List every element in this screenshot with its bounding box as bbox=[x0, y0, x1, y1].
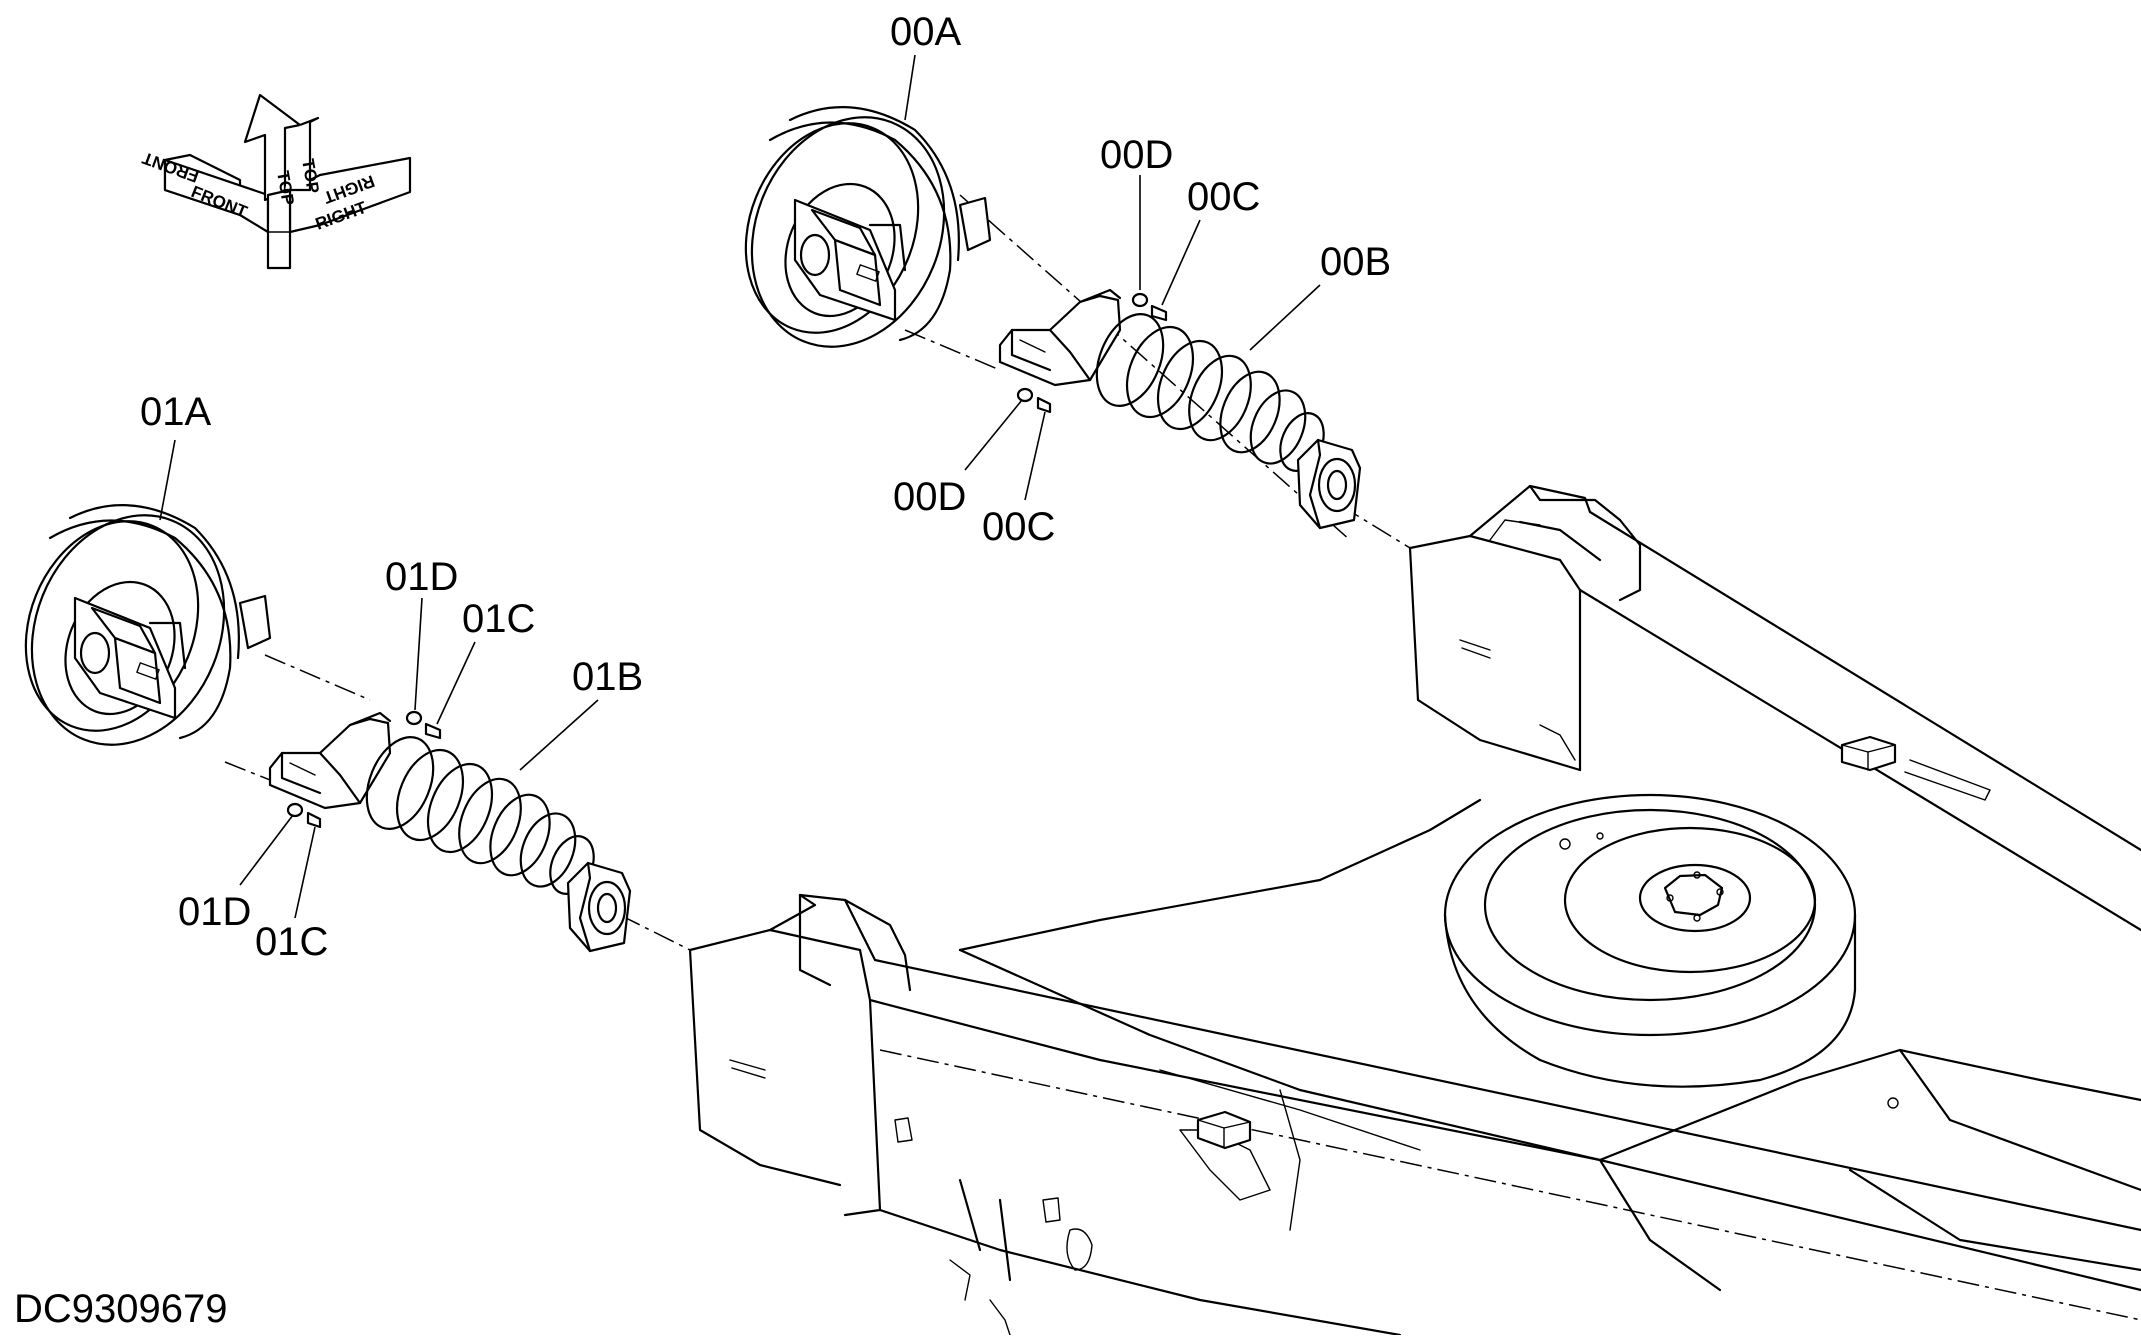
callout-00C-bottom: 00C bbox=[982, 505, 1055, 549]
callout-01B: 01B bbox=[572, 655, 643, 699]
lower-fasteners bbox=[286, 710, 442, 829]
callout-01A: 01A bbox=[140, 390, 211, 434]
callout-00C-top: 00C bbox=[1187, 175, 1260, 219]
orientation-arrows-icon: FRONT FRONT TOP TOP RIGHT RIGHT bbox=[139, 93, 412, 270]
track-frame bbox=[688, 484, 2141, 1337]
tension-cylinder-lower bbox=[268, 711, 632, 953]
leader-01C-bottom bbox=[294, 826, 316, 919]
callout-01C-top: 01C bbox=[462, 597, 535, 641]
idler-wheel-upper bbox=[744, 106, 992, 348]
leader-01D-top bbox=[414, 597, 423, 711]
upper-fasteners bbox=[1016, 292, 1168, 414]
leader-01B bbox=[519, 699, 599, 771]
callout-00B: 00B bbox=[1320, 240, 1391, 284]
leader-01C-top bbox=[436, 641, 476, 725]
tension-cylinder-upper bbox=[998, 288, 1362, 530]
leader-00C-bottom bbox=[1024, 411, 1046, 501]
callout-01C-bottom: 01C bbox=[255, 920, 328, 964]
leader-00B bbox=[1249, 284, 1321, 351]
assembly-center-lines bbox=[224, 194, 1411, 951]
leader-00A bbox=[904, 54, 916, 121]
callout-01D-bottom: 01D bbox=[178, 890, 251, 934]
callout-00D-bottom: 00D bbox=[893, 475, 966, 519]
callout-00D-top: 00D bbox=[1100, 133, 1173, 177]
document-id: DC9309679 bbox=[14, 1287, 228, 1331]
callout-00A: 00A bbox=[890, 10, 961, 54]
leader-01A bbox=[159, 439, 176, 521]
leader-00C-top bbox=[1161, 219, 1201, 306]
idler-wheel-lower bbox=[24, 504, 272, 746]
leader-00D-bottom bbox=[964, 399, 1023, 471]
leader-01D-bottom bbox=[239, 814, 294, 886]
callout-01D-top: 01D bbox=[385, 555, 458, 599]
